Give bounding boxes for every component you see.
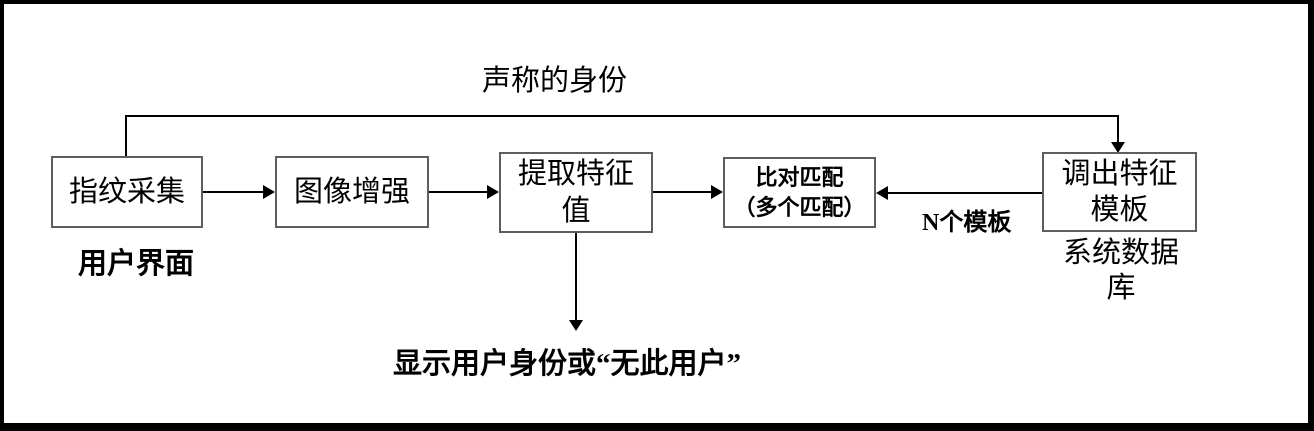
node-compare-match: 比对匹配 （多个匹配）	[723, 157, 876, 228]
user-interface-caption: 用户界面	[78, 248, 195, 280]
arrow-template-to-match	[888, 192, 1042, 194]
arrowhead-left-match	[876, 186, 888, 200]
node-extract-features-label: 提取特征 值	[517, 158, 634, 227]
arrowhead-right-extract	[487, 185, 499, 199]
arrowhead-down-output	[569, 320, 583, 331]
system-database-caption: 系统数据 库	[1062, 237, 1179, 304]
arrowhead-right-match	[711, 185, 723, 199]
arrow-enhance-to-extract	[429, 191, 489, 193]
node-fingerprint-capture-label: 指纹采集	[68, 175, 185, 208]
node-load-template-label: 调出特征 模板	[1061, 157, 1178, 226]
arrow-extract-to-match	[653, 191, 713, 193]
node-compare-match-label: 比对匹配 （多个匹配）	[733, 164, 866, 220]
node-image-enhancement: 图像增强	[275, 156, 429, 228]
arrow-fingerprint-to-enhance	[203, 191, 265, 193]
claimed-identity-line-down	[1117, 115, 1119, 146]
claimed-identity-line-across	[125, 115, 1119, 117]
node-fingerprint-capture: 指纹采集	[51, 156, 203, 228]
arrow-extract-to-output	[575, 233, 577, 321]
node-load-template: 调出特征 模板	[1042, 152, 1197, 232]
node-extract-features: 提取特征 值	[499, 152, 653, 233]
claimed-identity-line-up	[125, 115, 127, 156]
output-result-text: 显示用户身份或“无此用户”	[393, 348, 742, 380]
n-templates-edge-label: N个模板	[922, 210, 1012, 236]
arrowhead-right-enhance	[263, 185, 275, 199]
node-image-enhancement-label: 图像增强	[293, 175, 410, 208]
arrowhead-down-into-template-box	[1111, 142, 1125, 153]
claimed-identity-label: 声称的身份	[482, 65, 628, 97]
